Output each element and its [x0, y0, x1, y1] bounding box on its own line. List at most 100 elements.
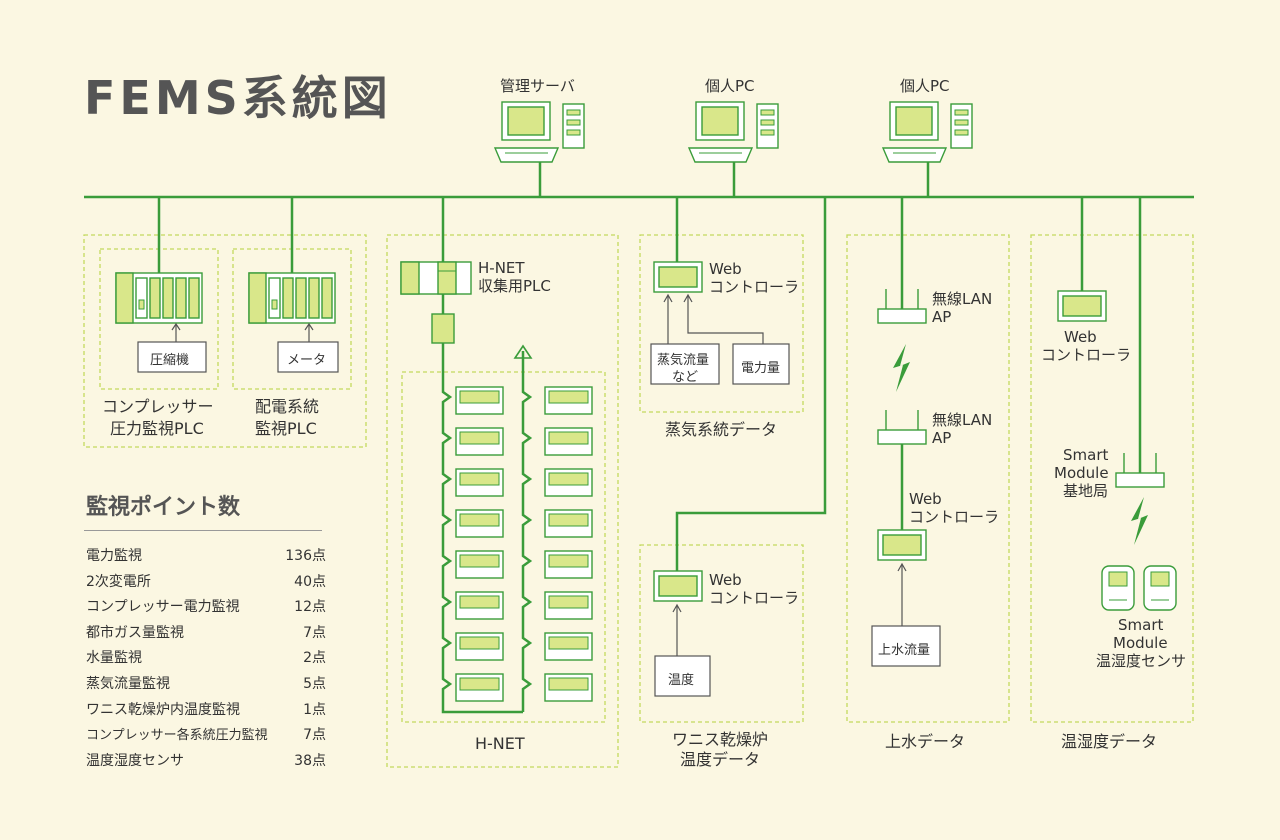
label-hnet-plc-2: 収集用PLC [478, 277, 551, 295]
hnet-module-icon [455, 386, 504, 415]
group-humidity [1030, 234, 1194, 723]
stats-value: 7点 [303, 624, 326, 641]
label-lan2-1: 無線LAN [932, 411, 993, 429]
stats-value: 12点 [294, 599, 326, 616]
hnet-module-icon [544, 386, 593, 415]
wireless-signal-icon-2 [1131, 497, 1148, 545]
stats-label: 蒸気流量監視 [86, 675, 170, 692]
box-compressor [137, 341, 207, 373]
box-steam [650, 343, 720, 385]
hnet-module-icon [544, 468, 593, 497]
hnet-converter-icon [431, 313, 455, 344]
group-steam [639, 234, 804, 413]
group-label-humidity: 温湿度データ [1061, 732, 1158, 751]
wireless-ap-2-icon [877, 410, 927, 445]
group-hnet-inner [401, 371, 606, 723]
group-label-steam: 蒸気系統データ [665, 420, 778, 439]
label-lan1-2: AP [932, 308, 952, 326]
stats-value: 7点 [303, 727, 326, 744]
label-water: 上水流量 [878, 643, 931, 658]
label-admin-server: 管理サーバ [500, 77, 575, 95]
label-web3-1: Web [909, 490, 942, 508]
label-web2-2: コントローラ [709, 589, 800, 607]
box-water [871, 625, 941, 667]
stats-heading: 監視ポイント数 [86, 495, 241, 520]
stats-label: コンプレッサー電力監視 [86, 599, 240, 616]
group-label-compressor-1: コンプレッサー [102, 397, 214, 416]
label-lan1-1: 無線LAN [932, 290, 993, 308]
stats-row: 温度湿度センサ 38点 [86, 749, 326, 775]
label-web4-2: コントローラ [1041, 346, 1132, 364]
label-temp: 温度 [668, 673, 695, 688]
hnet-plc-icon [400, 261, 472, 295]
web-controller-steam-icon [653, 261, 703, 293]
stats-value: 136点 [285, 548, 326, 564]
stats-label: 温度湿度センサ [86, 752, 184, 769]
hnet-module-icon [455, 632, 504, 661]
stats-value: 1点 [303, 701, 326, 718]
stats-row: 蒸気流量監視 5点 [86, 672, 326, 698]
label-lan2-2: AP [932, 429, 952, 447]
label-hnet-plc-1: H-NET [478, 259, 525, 277]
stats-value: 5点 [303, 675, 326, 692]
stats-row: 2次変電所 40点 [86, 570, 326, 596]
stats-value: 2点 [303, 650, 326, 667]
stats-divider [84, 530, 322, 531]
label-smart-sensor-2: Module [1113, 634, 1168, 652]
hnet-module-icon [455, 468, 504, 497]
group-hnet-outer [386, 234, 619, 768]
label-steam-1: 蒸気流量 [657, 353, 710, 368]
wireless-ap-1-icon [877, 289, 927, 324]
web-controller-varnish-icon [653, 570, 703, 602]
label-web4-1: Web [1064, 328, 1097, 346]
hnet-module-icon [544, 509, 593, 538]
label-smart-base-3: 基地局 [1063, 482, 1109, 500]
stats-value: 40点 [294, 573, 326, 590]
group-label-varnish-2: 温度データ [680, 750, 761, 769]
label-steam-2: など [672, 370, 699, 385]
label-power: 電力量 [741, 361, 781, 376]
hnet-module-icon [455, 673, 504, 702]
group-label-varnish-1: ワニス乾燥炉 [672, 730, 769, 749]
label-smart-base-1: Smart [1063, 446, 1109, 464]
power-plc-icon [248, 272, 336, 324]
web-controller-humidity-icon [1057, 290, 1107, 322]
box-power [732, 343, 790, 385]
label-web2-1: Web [709, 571, 742, 589]
smart-module-base-icon [1115, 453, 1165, 488]
group-label-compressor-2: 圧力監視PLC [110, 419, 204, 438]
label-smart-base-2: Module [1054, 464, 1109, 482]
label-smart-sensor-3: 温湿度センサ [1096, 652, 1187, 670]
admin-server-icon [493, 101, 585, 163]
group-label-power-1: 配電系統 [255, 397, 320, 416]
page-title: FEMS系統図 [84, 71, 392, 125]
hnet-module-icon [544, 427, 593, 456]
pc2-icon [881, 101, 973, 163]
box-meter [277, 341, 339, 373]
hnet-module-icon [544, 673, 593, 702]
label-web1-2: コントローラ [709, 278, 800, 296]
hnet-module-icon [544, 632, 593, 661]
hnet-module-icon [455, 427, 504, 456]
stats-value: 38点 [294, 752, 326, 769]
label-smart-sensor-1: Smart [1118, 616, 1164, 634]
hnet-module-icon [455, 550, 504, 579]
group-varnish [639, 544, 804, 723]
group-label-hnet: H-NET [475, 734, 525, 753]
wireless-signal-icon-1 [893, 344, 910, 392]
label-compressor: 圧縮機 [150, 353, 190, 368]
box-temp [654, 655, 711, 697]
stats-label: 2次変電所 [86, 573, 151, 590]
label-web1-1: Web [709, 260, 742, 278]
compressor-plc-icon [115, 272, 203, 324]
stats-row: コンプレッサー電力監視 12点 [86, 595, 326, 621]
hnet-module-icon [455, 509, 504, 538]
group-label-water: 上水データ [885, 732, 966, 751]
